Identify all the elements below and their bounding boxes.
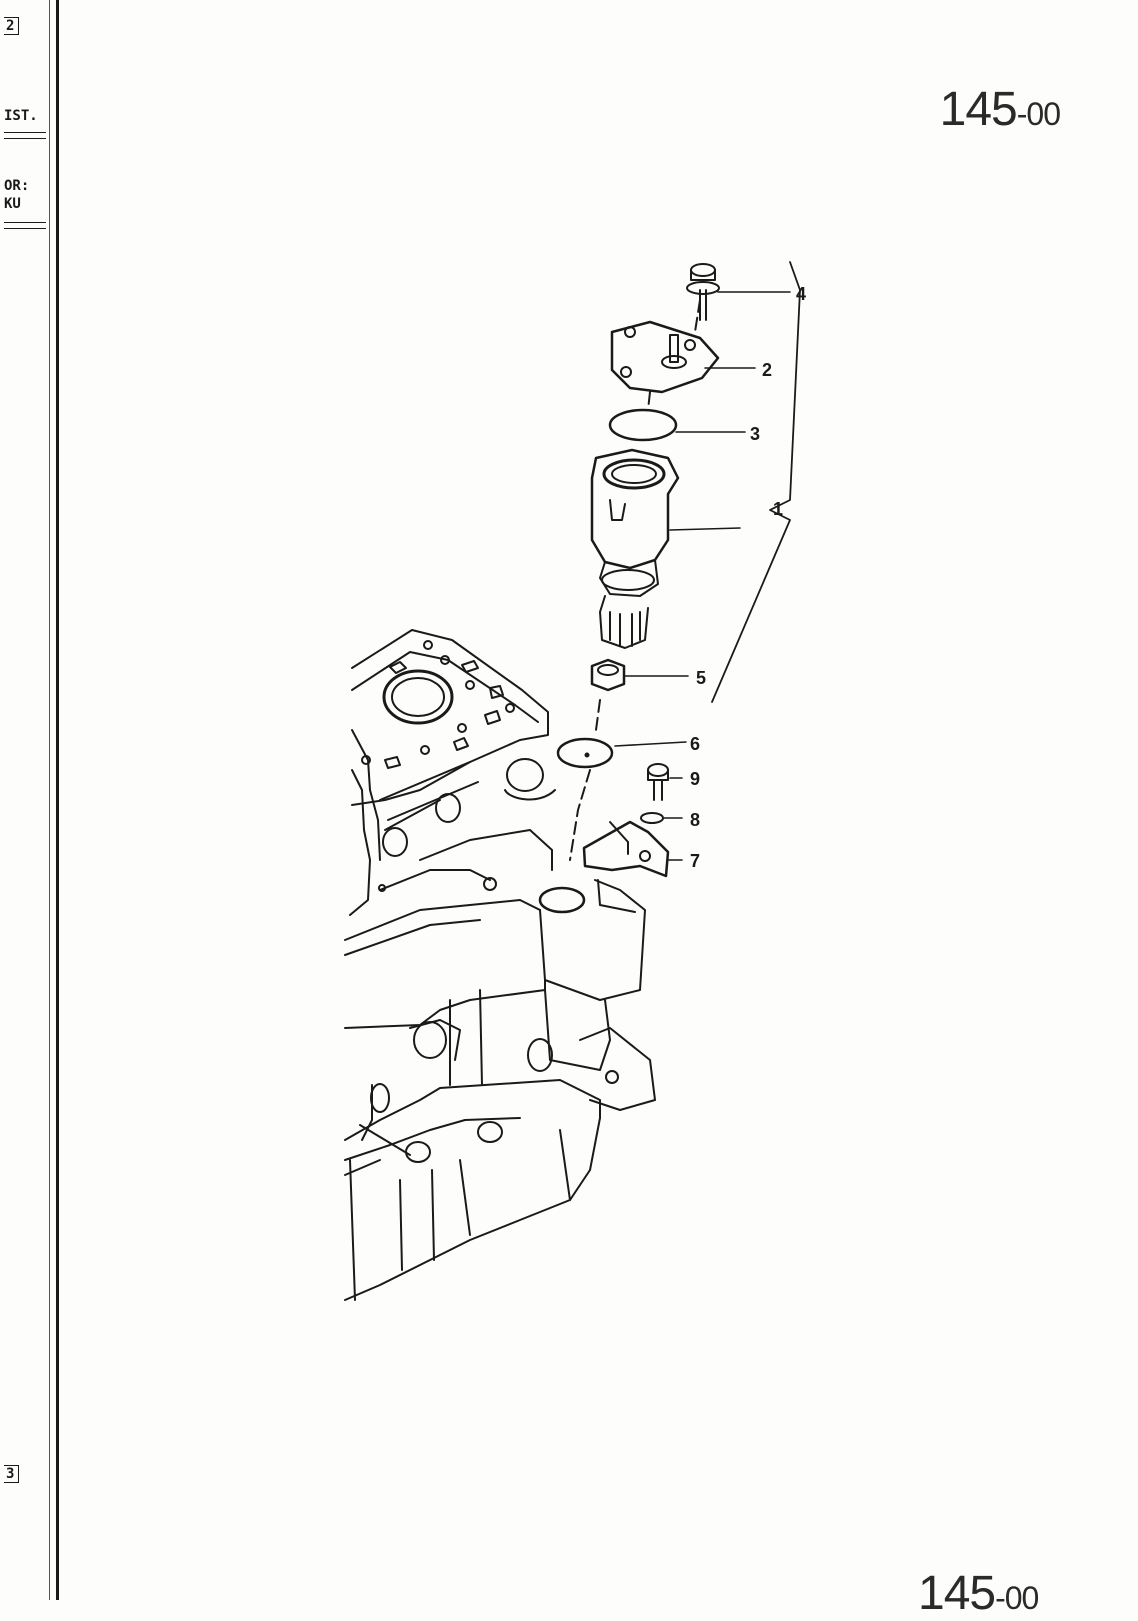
assembly-axis-line — [569, 299, 701, 861]
part-4-bolt — [686, 263, 720, 321]
margin-tab-bottom: 3 — [4, 1465, 20, 1483]
page-code: 145-00 — [939, 83, 1061, 136]
group-bracket — [711, 261, 801, 703]
callout-6: 6 — [690, 734, 700, 754]
callout-4: 4 — [796, 284, 806, 304]
engine-block-drawing — [344, 629, 656, 1301]
part-2-cover-plate — [610, 320, 720, 394]
margin-label-ku: KU — [4, 196, 21, 212]
part-1-distributor-housing — [590, 448, 680, 649]
callout-1: 1 — [773, 499, 783, 519]
part-6-o-ring — [556, 737, 614, 769]
part-8-washer — [640, 812, 664, 824]
margin-rule — [4, 132, 46, 139]
margin-rule — [4, 222, 46, 229]
callout-labels: 1 2 3 4 5 6 7 8 9 — [690, 284, 806, 871]
margin-label-or: OR: — [4, 178, 30, 194]
part-9-bolt — [647, 763, 669, 801]
callout-5: 5 — [696, 668, 706, 688]
callout-9: 9 — [690, 769, 700, 789]
leader-lines — [614, 291, 791, 861]
part-5-gear-nut — [590, 658, 626, 692]
callout-3: 3 — [750, 424, 760, 444]
callout-2: 2 — [762, 360, 772, 380]
margin-label-ist: IST. — [4, 108, 38, 124]
callout-7: 7 — [690, 851, 700, 871]
binder-edge-line — [56, 0, 59, 1600]
part-3-o-ring — [608, 408, 678, 442]
part-7-clamp-bracket — [582, 820, 670, 878]
margin-tab-top: 2 — [4, 17, 20, 35]
binder-margin-line — [49, 0, 50, 1600]
callout-8: 8 — [690, 810, 700, 830]
